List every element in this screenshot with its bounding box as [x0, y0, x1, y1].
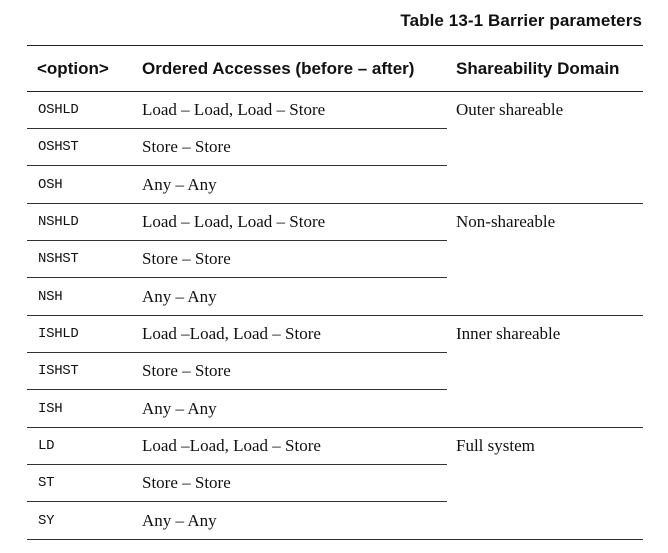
table-row: LD Load –Load, Load – Store [27, 428, 447, 465]
option-cell: ISH [38, 400, 63, 417]
access-cell: Any – Any [142, 286, 217, 306]
option-cell: SY [38, 512, 55, 529]
access-cell: Load – Load, Load – Store [142, 100, 326, 119]
table-row: NSH Any – Any [27, 278, 447, 315]
table-group-outer-shareable: OSHLD Load – Load, Load – Store OSHST St… [27, 92, 643, 204]
table-row: SY Any – Any [27, 502, 447, 539]
table-row: OSH Any – Any [27, 166, 447, 203]
option-cell: ISHST [38, 363, 79, 379]
access-cell: Load – Load, Load – Store [142, 212, 326, 231]
table-row: NSHLD Load – Load, Load – Store [27, 204, 447, 241]
option-cell: OSHST [38, 139, 79, 155]
option-cell: ISHLD [38, 326, 79, 342]
table-group-inner-shareable: ISHLD Load –Load, Load – Store ISHST Sto… [27, 316, 643, 428]
table-row: ISHLD Load –Load, Load – Store [27, 316, 447, 353]
access-cell: Any – Any [142, 398, 217, 418]
table-header-row: <option> Ordered Accesses (before – afte… [27, 46, 643, 92]
access-cell: Any – Any [142, 510, 217, 530]
access-cell: Any – Any [142, 174, 217, 194]
access-cell: Load –Load, Load – Store [142, 324, 321, 343]
header-shareability-domain: Shareability Domain [456, 58, 620, 78]
table-row: ISH Any – Any [27, 390, 447, 427]
option-cell: NSHLD [38, 214, 79, 230]
header-ordered-accesses: Ordered Accesses (before – after) [142, 58, 415, 78]
table-row: ST Store – Store [27, 465, 447, 502]
access-cell: Store – Store [142, 361, 231, 380]
domain-cell: Full system [456, 436, 535, 455]
option-cell: ST [38, 475, 55, 491]
table-row: OSHLD Load – Load, Load – Store [27, 92, 447, 129]
access-cell: Store – Store [142, 137, 231, 156]
table-group-non-shareable: NSHLD Load – Load, Load – Store NSHST St… [27, 204, 643, 316]
domain-cell: Inner shareable [456, 324, 561, 343]
barrier-parameters-table: <option> Ordered Accesses (before – afte… [27, 45, 643, 540]
table-row: NSHST Store – Store [27, 241, 447, 278]
header-option: <option> [37, 58, 109, 78]
domain-cell: Outer shareable [456, 100, 564, 119]
table-caption: Table 13-1 Barrier parameters [400, 11, 642, 30]
access-cell: Store – Store [142, 473, 231, 492]
domain-cell: Non-shareable [456, 212, 556, 231]
option-cell: OSHLD [38, 102, 79, 118]
access-cell: Load –Load, Load – Store [142, 436, 321, 455]
option-cell: LD [38, 438, 55, 454]
option-cell: NSH [38, 288, 63, 305]
table-row: OSHST Store – Store [27, 129, 447, 166]
table-row: ISHST Store – Store [27, 353, 447, 390]
option-cell: OSH [38, 176, 63, 193]
table-group-full-system: LD Load –Load, Load – Store ST Store – S… [27, 428, 643, 540]
option-cell: NSHST [38, 251, 79, 267]
access-cell: Store – Store [142, 249, 231, 268]
